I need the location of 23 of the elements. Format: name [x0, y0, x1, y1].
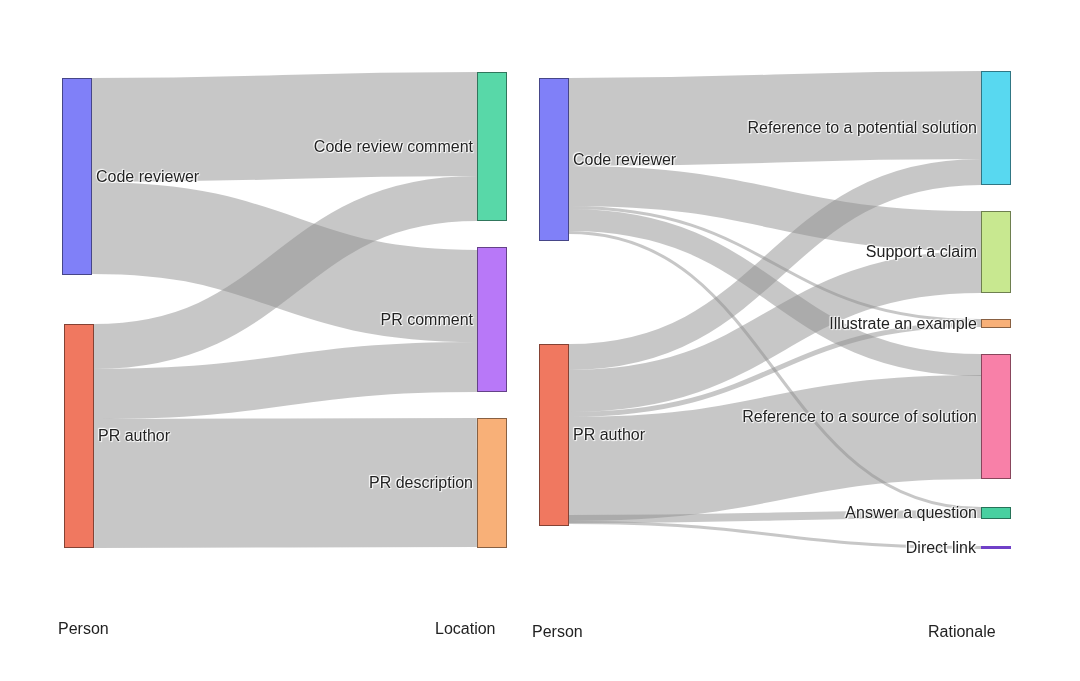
node-label: Support a claim	[865, 243, 977, 261]
sankey-flow-band	[569, 510, 981, 523]
node-label: PR author	[573, 426, 646, 444]
node-label: Reference to a potential solution	[747, 119, 977, 137]
axis-title: Person	[58, 620, 109, 638]
sankey-flow-band	[568, 231, 982, 510]
node-label: PR author	[98, 427, 171, 445]
sankey-flow-band	[568, 209, 982, 376]
sankey-flow-band	[568, 206, 982, 322]
node-label: Code reviewer	[96, 167, 200, 186]
sankey-flow-band	[569, 521, 981, 549]
node-label: Illustrate an example	[829, 314, 977, 333]
node-label: PR comment	[380, 310, 473, 329]
node-label: Reference to a source of solution	[742, 407, 977, 426]
sankey-flow-band	[568, 322, 982, 417]
node-label: Direct link	[905, 538, 976, 557]
axis-title: Location	[435, 620, 496, 638]
node-label: Code review comment	[313, 137, 473, 156]
axis-title: Rationale	[928, 623, 996, 641]
axis-title: Person	[532, 623, 583, 641]
node-label: Code reviewer	[573, 150, 677, 169]
node-label: PR description	[368, 474, 473, 492]
node-label: Answer a question	[845, 504, 977, 522]
